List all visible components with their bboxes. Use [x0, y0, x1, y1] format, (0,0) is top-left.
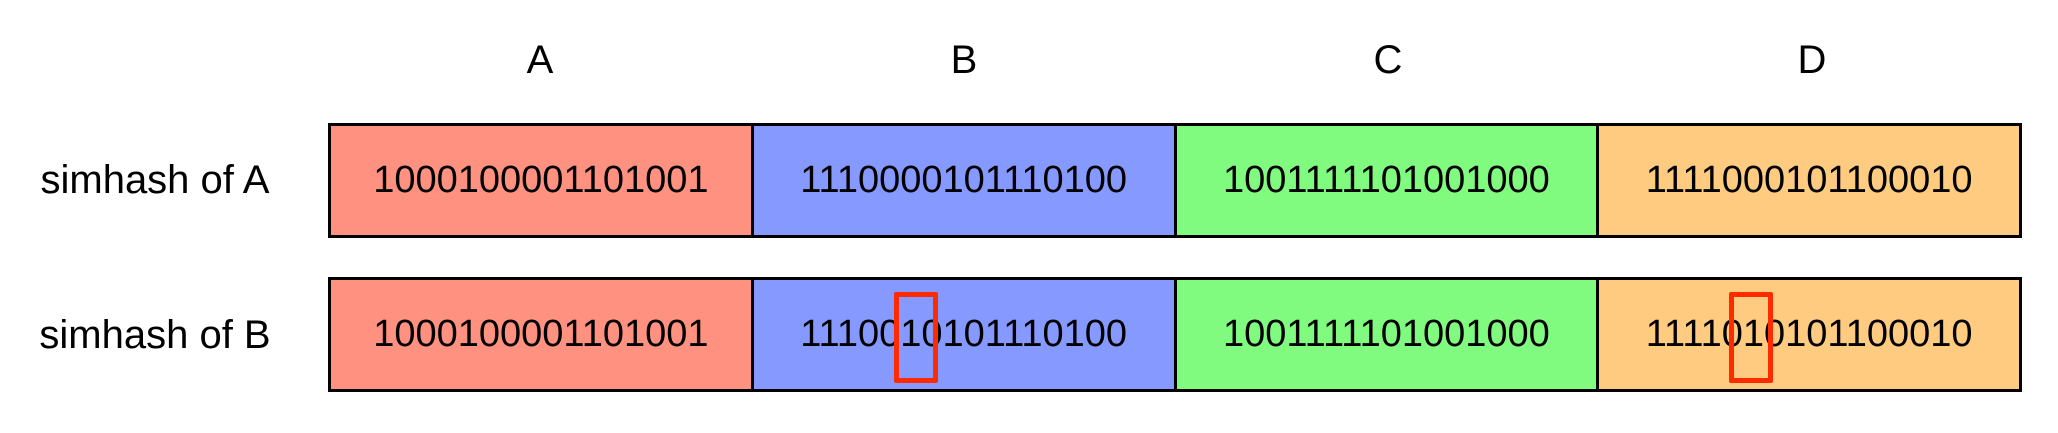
simhash-a-block-d: 1111000101100010 [1596, 123, 2022, 238]
simhash-b-block-a: 1000100001101001 [328, 277, 751, 392]
row-label-simhash-a: simhash of A [40, 158, 270, 202]
simhash-a-block-a: 1000100001101001 [328, 123, 751, 238]
column-label-b: B [950, 38, 978, 82]
simhash-a-bits-a: 1000100001101001 [373, 159, 709, 201]
simhash-b-bits-a: 1000100001101001 [373, 313, 709, 355]
simhash-b-block-d: 1111010101100010 [1596, 277, 2022, 392]
column-label-d: D [1797, 38, 1827, 82]
simhash-a-bits-d: 1111000101100010 [1645, 159, 1973, 201]
simhash-b-block-b: 1110010101110100 [750, 277, 1174, 392]
simhash-a-bits-b: 1110000101110100 [800, 159, 1128, 201]
simhash-b-bits-c: 1001111101001000 [1222, 313, 1550, 355]
differing-bit-highlight-d [1729, 292, 1774, 383]
simhash-b-bits-b: 1110010101110100 [800, 313, 1128, 355]
simhash-a-bits-c: 1001111101001000 [1222, 159, 1550, 201]
simhash-a-block-c: 1001111101001000 [1173, 123, 1597, 238]
column-label-a: A [526, 38, 554, 82]
simhash-a-row: 1000100001101001 1110000101110100 100111… [328, 123, 2022, 238]
simhash-b-bits-d: 1111010101100010 [1645, 313, 1973, 355]
simhash-a-block-b: 1110000101110100 [750, 123, 1174, 238]
column-label-c: C [1373, 38, 1403, 82]
row-label-simhash-b: simhash of B [39, 313, 271, 357]
differing-bit-highlight-b [893, 292, 938, 383]
simhash-b-row: 1000100001101001 1110010101110100 100111… [328, 277, 2022, 392]
simhash-b-block-c: 1001111101001000 [1173, 277, 1597, 392]
